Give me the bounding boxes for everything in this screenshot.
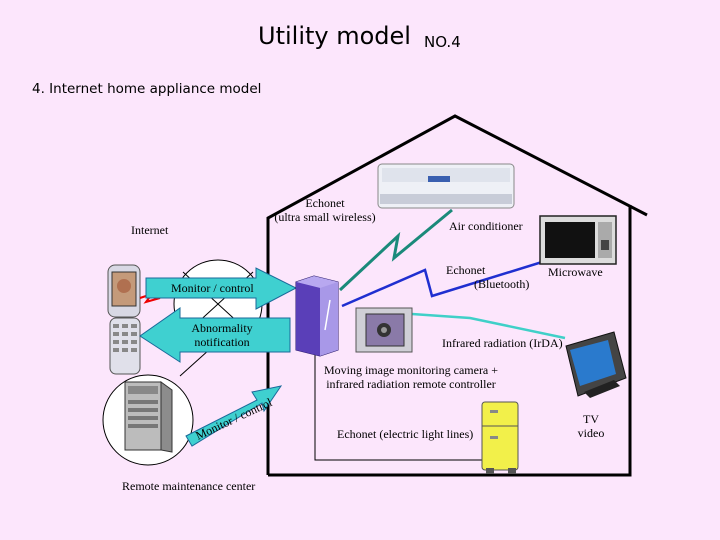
echonet-bluetooth-label-2: (Bluetooth)	[474, 277, 530, 291]
gateway-router-icon	[295, 275, 339, 357]
electric-light-line	[314, 350, 495, 461]
refrigerator-icon	[481, 401, 519, 474]
echonet-bluetooth-label-1: Echonet	[446, 263, 486, 277]
wireless-link	[338, 208, 453, 292]
camera-label-2: infrared radiation remote controller	[326, 377, 496, 391]
house-wall-right	[268, 205, 632, 477]
abnormality-label-1: Abnormality	[191, 321, 253, 335]
echonet-wireless-label: Echonet (ultra small wireless)	[272, 196, 378, 224]
air-conditioner-label: Air conditioner	[449, 219, 523, 233]
server-icon	[102, 374, 194, 466]
microwave-icon	[539, 215, 617, 265]
echonet-wireless-label-1: Echonet	[305, 196, 345, 210]
camera-icon	[355, 307, 413, 353]
page-number: NO.4	[424, 33, 461, 51]
monitor-control-diag-arrow	[185, 385, 283, 447]
echonet-light-label: Echonet (electric light lines)	[337, 427, 474, 441]
tv-label-1: TV	[583, 412, 599, 426]
irda-link	[411, 312, 566, 340]
infrared-label: Infrared radiation (IrDA)	[442, 336, 563, 350]
tv-icon	[565, 331, 627, 398]
mobile-phone-icon	[107, 264, 141, 375]
page-title: Utility model	[258, 22, 411, 50]
abnormality-label: Abnormality notification	[180, 321, 264, 349]
tv-label-2: video	[577, 426, 605, 440]
monitor-control-arrow	[145, 267, 298, 310]
tv-label: TV video	[576, 412, 606, 440]
microwave-label: Microwave	[548, 265, 603, 279]
bluetooth-link	[341, 256, 556, 308]
monitor-control-label: Monitor / control	[171, 281, 254, 295]
camera-label: Moving image monitoring camera + infrare…	[318, 363, 504, 391]
echonet-wireless-label-2: (ultra small wireless)	[274, 210, 376, 224]
section-title: 4. Internet home appliance model	[32, 81, 262, 97]
camera-label-1: Moving image monitoring camera +	[323, 363, 499, 377]
air-conditioner-icon	[377, 163, 515, 209]
monitor-control-diag-label: Monitor / control	[193, 395, 274, 443]
remote-center-label: Remote maintenance center	[122, 479, 256, 493]
abnormality-arrow	[139, 307, 291, 363]
abnormality-label-2: notification	[194, 335, 250, 349]
internet-label: Internet	[131, 223, 169, 237]
